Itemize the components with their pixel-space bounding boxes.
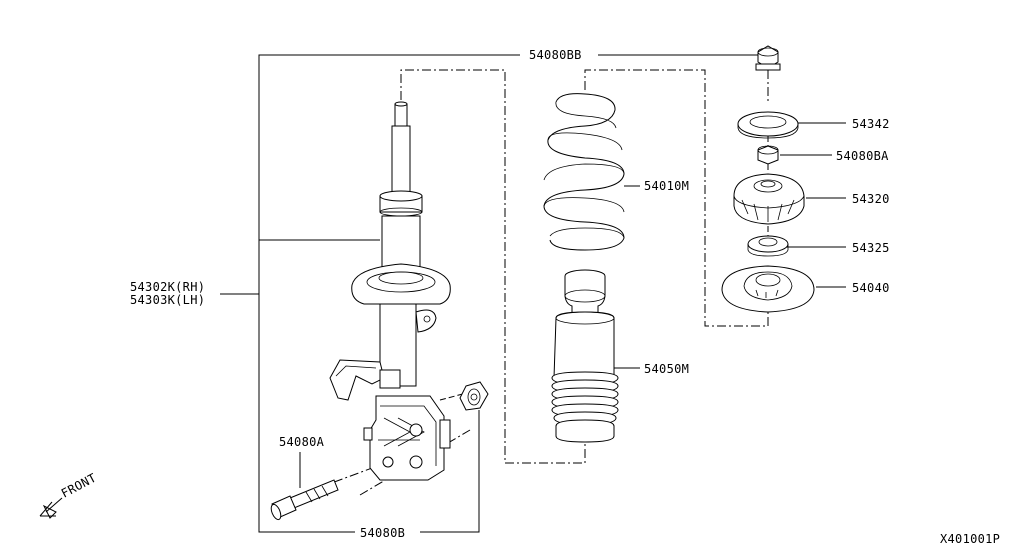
mount-54320 [733, 173, 805, 225]
washer-54342 [737, 111, 799, 139]
label-54080A: 54080A [279, 435, 325, 449]
label-54010M: 54010M [644, 179, 689, 193]
front-label: FRONT [59, 471, 99, 501]
nut-54080B [459, 381, 489, 411]
label-54040: 54040 [852, 281, 890, 295]
label-54050M: 54050M [644, 362, 689, 376]
nut-54080BA [757, 145, 779, 165]
label-54302K: 54302K(RH) [130, 280, 205, 294]
bearing-54325 [747, 235, 789, 257]
label-54342: 54342 [852, 117, 890, 131]
drawing-id: X401001P [940, 532, 1000, 546]
label-54320: 54320 [852, 192, 890, 206]
label-54080B: 54080B [360, 526, 405, 540]
label-54325: 54325 [852, 241, 890, 255]
label-54303K: 54303K(LH) [130, 293, 205, 307]
seat-54040 [721, 265, 815, 313]
bolt-54080A [270, 479, 339, 521]
top-nut-54080BB [755, 45, 781, 71]
strut-assembly [329, 101, 451, 481]
label-54080BB: 54080BB [529, 48, 582, 62]
part-labels: 54080BB 54342 54080BA 54320 54010M 54325… [59, 48, 1000, 546]
front-arrow-icon [39, 497, 63, 519]
label-54080BA: 54080BA [836, 149, 889, 163]
coil-spring [543, 93, 625, 251]
bump-stop-boot [551, 269, 619, 443]
